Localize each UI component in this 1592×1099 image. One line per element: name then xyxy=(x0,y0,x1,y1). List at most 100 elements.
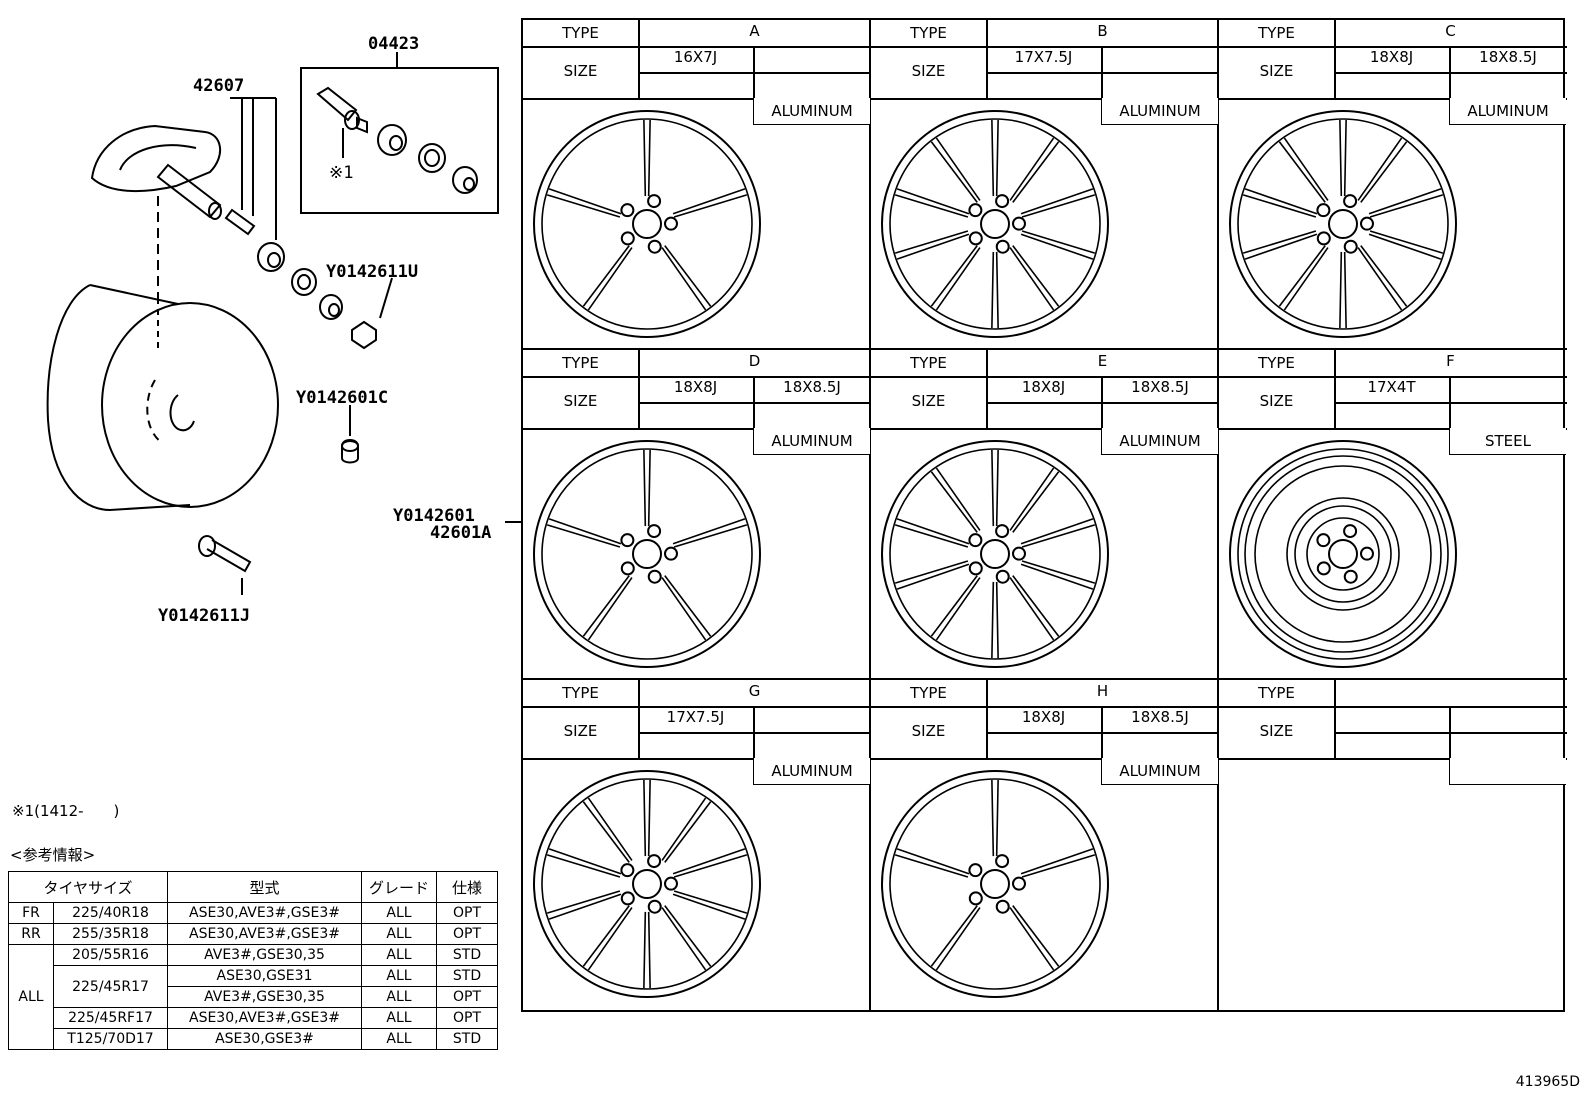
wheel-type-letter: H xyxy=(1096,682,1109,700)
wheel-size-2: 18X8.5J xyxy=(1131,708,1189,726)
wheel-material: STEEL xyxy=(1449,428,1566,455)
nut-icon xyxy=(452,166,478,194)
cell-spec: OPT xyxy=(436,902,498,924)
type-label: TYPE xyxy=(1258,354,1295,372)
wheel-material: ALUMINUM xyxy=(753,98,870,125)
cell-size: 225/45R17 xyxy=(53,965,168,1008)
grid-line xyxy=(638,680,640,758)
grid-line xyxy=(1334,680,1336,758)
part-number-y0142601c[interactable]: Y0142601C xyxy=(296,388,389,408)
cell-grade: ALL xyxy=(361,1007,437,1029)
wheel-size-1: 18X8J xyxy=(673,378,718,396)
part-number-04423[interactable]: 04423 xyxy=(368,34,420,54)
tire-icon xyxy=(46,284,279,512)
table-row: RR 255/35R18 ASE30,AVE3#,GSE3# ALL OPT xyxy=(8,923,498,945)
wheel-type-letter: C xyxy=(1445,22,1456,40)
grid-line xyxy=(986,402,1219,404)
valve-cap-icon xyxy=(351,320,377,350)
sensor-grommet-icon xyxy=(257,242,285,272)
cell-spec: OPT xyxy=(436,1007,498,1029)
cell-model: AVE3#,GSE30,35 xyxy=(167,986,362,1008)
type-label: TYPE xyxy=(910,684,947,702)
grid-line xyxy=(638,350,640,428)
wheel-size-1: 18X8J xyxy=(1369,48,1414,66)
part-number-y0142601[interactable]: Y0142601 xyxy=(393,506,475,526)
tpms-sensor-icon xyxy=(90,124,222,220)
wheel-cell-f[interactable]: TYPE F SIZE 17X4T STEEL xyxy=(1219,350,1567,680)
col-grade: グレード xyxy=(361,871,437,903)
type-label: TYPE xyxy=(1258,684,1295,702)
type-label: TYPE xyxy=(910,24,947,42)
wheel-material: ALUMINUM xyxy=(1101,428,1218,455)
grid-line xyxy=(1334,732,1567,734)
type-label: TYPE xyxy=(1258,24,1295,42)
reference-info-title: <参考情報> xyxy=(10,846,96,864)
valve-stem-icon xyxy=(224,208,256,236)
snap-in-valve-icon xyxy=(198,535,252,595)
cell-size: 225/45RF17 xyxy=(53,1007,168,1029)
grid-line xyxy=(1219,706,1567,708)
wheel-size-1: 16X7J xyxy=(673,48,718,66)
tire-reference-table: タイヤサイズ 型式 グレード 仕様 FR 225/40R18 ASE30,AVE… xyxy=(8,871,498,1050)
valve-core-icon xyxy=(316,86,368,158)
part-number-42607[interactable]: 42607 xyxy=(193,76,245,96)
grid-line xyxy=(1334,402,1567,404)
grid-line xyxy=(871,428,1217,430)
size-label: SIZE xyxy=(563,722,598,740)
cell-spec: STD xyxy=(436,965,498,987)
part-number-42601a[interactable]: 42601A xyxy=(430,523,492,543)
grid-line xyxy=(638,732,871,734)
grid-line xyxy=(986,680,988,758)
table-row: T125/70D17 ASE30,GSE3# ALL STD xyxy=(9,1028,498,1050)
grid-line xyxy=(523,758,869,760)
note-mark-1: ※1 xyxy=(329,163,354,183)
grid-line xyxy=(523,98,869,100)
cell-model: ASE30,AVE3#,GSE3# xyxy=(167,1007,362,1029)
size-label: SIZE xyxy=(1259,392,1294,410)
type-label: TYPE xyxy=(562,24,599,42)
cell-size: 255/35R18 xyxy=(53,923,168,945)
wheel-type-letter: F xyxy=(1446,352,1455,370)
figure-id: 413965D xyxy=(1515,1074,1580,1090)
grid-line xyxy=(871,46,1217,48)
washer-icon xyxy=(418,143,446,173)
part-number-y0142611j[interactable]: Y0142611J xyxy=(158,606,251,626)
cell-model: AVE3#,GSE30,35 xyxy=(167,944,362,966)
cell-size: 205/55R16 xyxy=(53,944,168,966)
wheel-size-2: 18X8.5J xyxy=(1479,48,1537,66)
grid-line xyxy=(986,350,988,428)
size-label: SIZE xyxy=(911,392,946,410)
wheel-size-1: 18X8J xyxy=(1021,378,1066,396)
grid-line xyxy=(986,732,1219,734)
cell-grade: ALL xyxy=(361,986,437,1008)
cell-size: T125/70D17 xyxy=(53,1028,168,1050)
wheel-size-1: 17X7.5J xyxy=(1014,48,1073,66)
wheel-size-1: 17X7.5J xyxy=(666,708,725,726)
cell-spec: STD xyxy=(436,1028,498,1050)
grid-line xyxy=(871,98,1217,100)
col-model: 型式 xyxy=(167,871,362,903)
grid-line xyxy=(1334,350,1336,428)
grid-line xyxy=(523,706,869,708)
size-label: SIZE xyxy=(563,62,598,80)
table-row: ALL 205/55R16 AVE3#,GSE30,35 ALL STD xyxy=(8,944,498,1050)
wheel-a-icon xyxy=(533,110,761,338)
table-header-row: タイヤサイズ 型式 グレード 仕様 xyxy=(8,871,498,903)
wheel-size-1: 17X4T xyxy=(1367,378,1416,396)
cell-grade: ALL xyxy=(361,1028,437,1050)
col-spec: 仕様 xyxy=(436,871,498,903)
sensor-nut-icon xyxy=(319,294,343,320)
valve-kit-box xyxy=(300,67,499,214)
grid-line xyxy=(523,46,869,48)
part-number-y0142611u[interactable]: Y0142611U xyxy=(326,262,419,282)
grid-line xyxy=(638,72,871,74)
